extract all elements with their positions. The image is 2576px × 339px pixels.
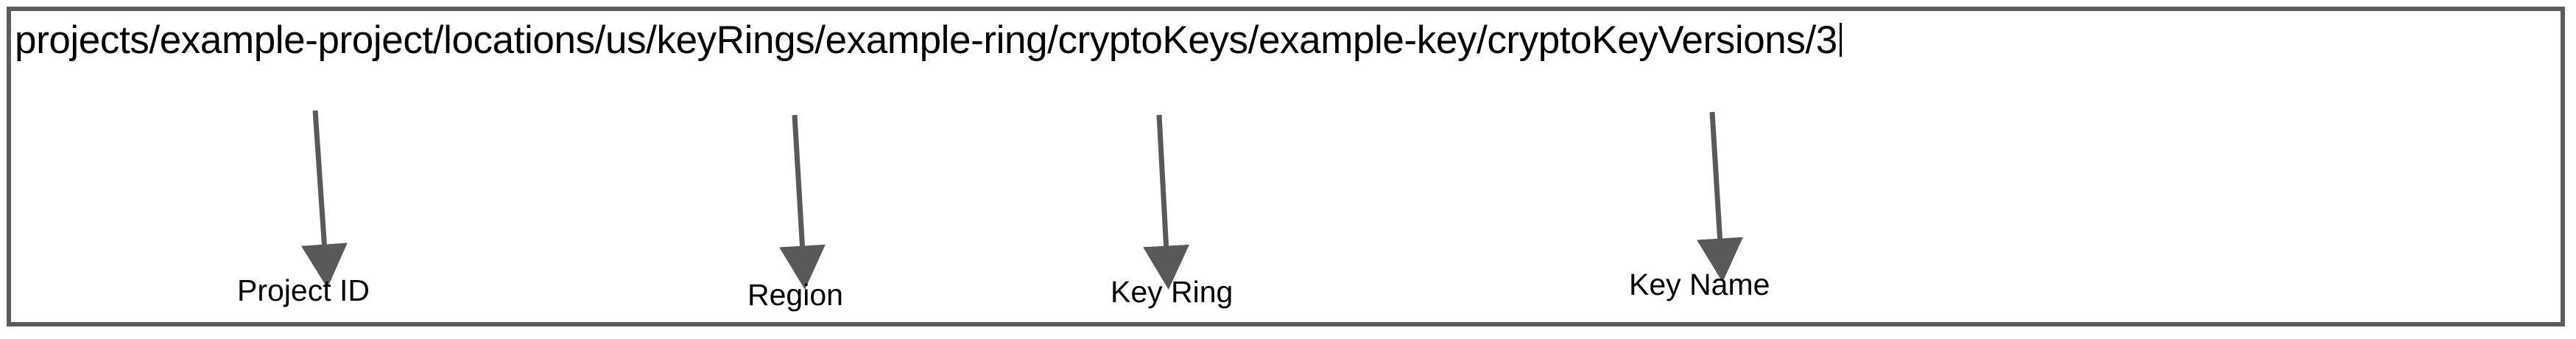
resource-path-field[interactable]: projects/example-project/locations/us/ke… xyxy=(15,12,1842,68)
callout-label-project-id: Project ID xyxy=(237,273,370,307)
figure-border xyxy=(7,7,2565,326)
resource-path-text: projects/example-project/locations/us/ke… xyxy=(15,18,1837,62)
callout-label-region: Region xyxy=(747,278,843,312)
text-cursor-caret xyxy=(1839,23,1842,57)
callout-label-key-name: Key Name xyxy=(1629,268,1770,301)
callout-label-key-ring: Key Ring xyxy=(1111,275,1234,309)
